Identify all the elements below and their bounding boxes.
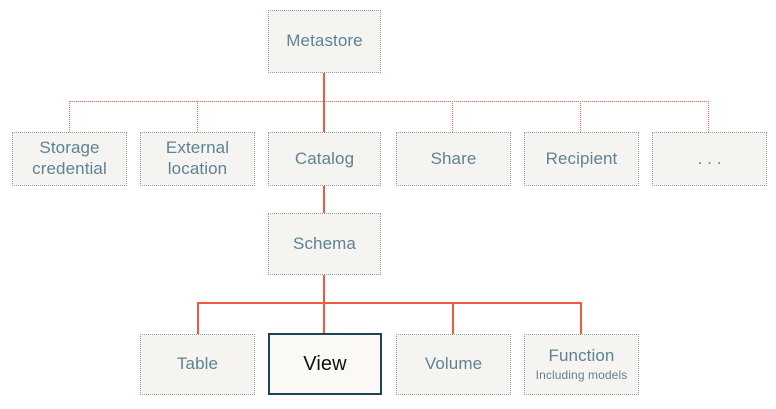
- node-more-label: . . .: [697, 148, 722, 168]
- node-storage-credential[interactable]: Storage credential: [12, 132, 127, 186]
- connector-bus-securables: [69, 101, 709, 102]
- connector-schema-to-bus: [323, 275, 325, 303]
- node-schema[interactable]: Schema: [268, 213, 381, 275]
- node-recipient[interactable]: Recipient: [524, 132, 639, 186]
- node-metastore-label: Metastore: [286, 31, 363, 51]
- connector-bus-to-catalog: [323, 101, 325, 132]
- node-view[interactable]: View: [268, 333, 382, 395]
- node-function-label: Function: [548, 346, 615, 366]
- connector-bus-to-storage-credential: [69, 101, 70, 132]
- connector-bus-to-more: [708, 101, 709, 132]
- node-more[interactable]: . . .: [652, 132, 767, 186]
- node-storage-credential-label: Storage credential: [32, 138, 107, 178]
- node-catalog[interactable]: Catalog: [268, 132, 381, 186]
- connector-bus-to-recipient: [580, 101, 581, 132]
- node-table-label: Table: [176, 354, 219, 374]
- node-schema-label: Schema: [293, 233, 356, 253]
- node-volume-label: Volume: [424, 354, 483, 374]
- node-catalog-label: Catalog: [294, 148, 355, 168]
- node-external-location[interactable]: External location: [140, 132, 255, 186]
- node-recipient-label: Recipient: [545, 148, 618, 168]
- node-share-label: Share: [430, 148, 477, 168]
- connector-bus-to-share: [452, 101, 453, 132]
- node-share[interactable]: Share: [396, 132, 511, 186]
- node-external-location-label: External location: [165, 138, 230, 178]
- connector-bus-to-view: [323, 302, 325, 333]
- node-metastore[interactable]: Metastore: [268, 10, 381, 73]
- connector-catalog-to-schema: [323, 186, 325, 214]
- connector-bus-to-external-location: [197, 101, 198, 132]
- connector-bus-to-table: [197, 302, 199, 334]
- node-table[interactable]: Table: [140, 334, 255, 395]
- node-volume[interactable]: Volume: [396, 334, 511, 395]
- node-function-sublabel: Including models: [535, 368, 628, 383]
- node-view-label: View: [303, 352, 347, 375]
- connector-metastore-to-bus: [323, 73, 325, 102]
- node-function[interactable]: Function Including models: [524, 334, 639, 395]
- connector-bus-to-function: [580, 302, 582, 334]
- connector-bus-to-volume: [452, 302, 454, 334]
- connector-bus-objects: [197, 302, 582, 304]
